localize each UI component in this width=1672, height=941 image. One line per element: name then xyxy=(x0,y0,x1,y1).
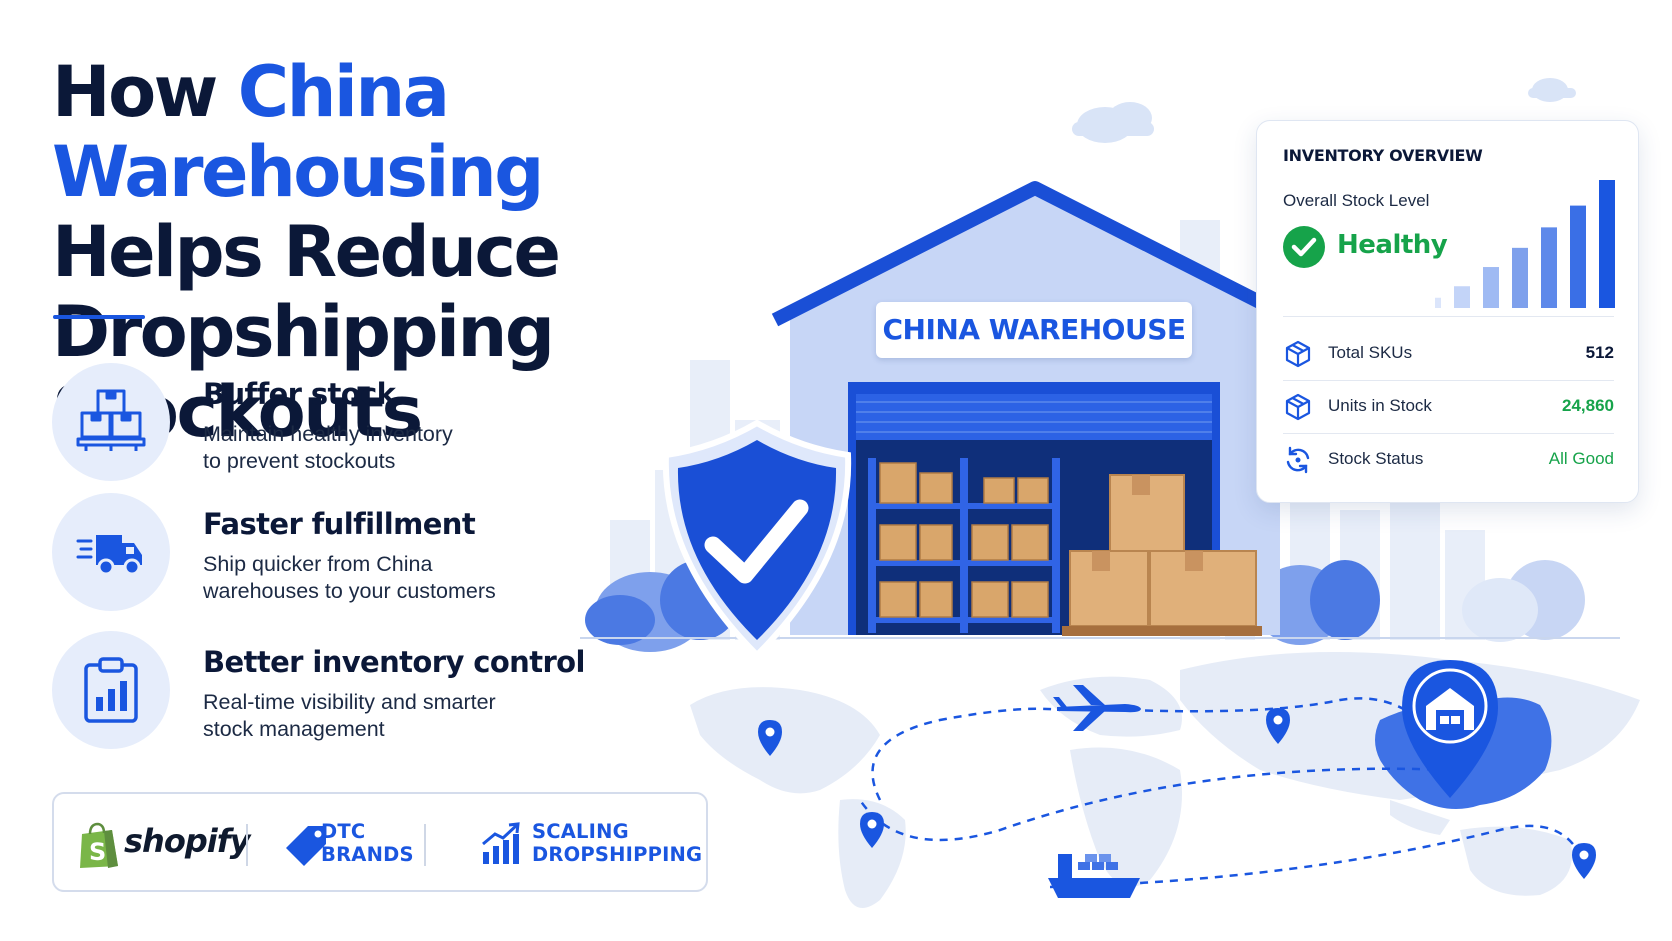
shipping-route xyxy=(1049,824,1582,889)
stock-bar xyxy=(1435,297,1441,308)
feature-description: Ship quicker from China warehouses to yo… xyxy=(203,551,496,605)
dtc-line: BRANDS xyxy=(321,843,414,866)
feature-title: Faster fulfillment xyxy=(203,507,476,541)
map-pin-icon xyxy=(758,720,782,756)
stat-label: Total SKUs xyxy=(1328,343,1413,362)
map-pin-icon xyxy=(1572,843,1596,879)
stat-row-units-in-stock: Units in Stock 24,860 xyxy=(1283,378,1614,434)
feature-desc-line: warehouses to your customers xyxy=(203,579,496,603)
stock-bar xyxy=(1570,205,1586,308)
scaling-line: DROPSHIPPING xyxy=(532,843,703,866)
feature-description: Maintain healthy inventory to prevent st… xyxy=(203,421,453,475)
feature-description: Real-time visibility and smarter stock m… xyxy=(203,689,496,743)
title-line2: Helps Reduce xyxy=(52,211,561,293)
map-pin-icon xyxy=(1266,708,1290,744)
shipping-route xyxy=(1129,697,1441,741)
scaling-dropshipping-label: SCALING DROPSHIPPING xyxy=(532,820,702,866)
stat-value: All Good xyxy=(1548,449,1614,468)
stat-label: Stock Status xyxy=(1328,449,1424,468)
clipboard-chart-icon xyxy=(84,657,138,723)
feature-buffer-stock: Buffer stock Maintain healthy inventory … xyxy=(52,363,612,483)
shipping-route xyxy=(858,767,1451,842)
stock-bar xyxy=(1599,180,1615,308)
stock-status-value: Healthy xyxy=(1337,230,1448,260)
stat-value: 24,860 xyxy=(1562,396,1614,415)
shopify-wordmark: shopify xyxy=(124,822,250,860)
dtc-line: DTC xyxy=(321,820,366,843)
stat-value: 512 xyxy=(1585,343,1614,362)
feature-faster-fulfillment: Faster fulfillment Ship quicker from Chi… xyxy=(52,493,612,613)
stock-bar xyxy=(1541,227,1557,308)
feature-title: Buffer stock xyxy=(203,377,396,411)
cloud-icon xyxy=(1072,102,1154,143)
title-prefix: How xyxy=(52,51,238,133)
divider xyxy=(1283,433,1614,434)
shopify-bag-icon: S xyxy=(80,822,118,868)
cube-icon xyxy=(1285,393,1311,421)
cube-icon xyxy=(1285,340,1311,368)
scaling-line: SCALING xyxy=(532,820,629,843)
dtc-brands-label: DTC BRANDS xyxy=(321,820,414,866)
svg-text:S: S xyxy=(89,838,106,866)
shield-check-icon xyxy=(662,419,852,660)
stock-bar xyxy=(1483,267,1499,308)
growth-chart-icon xyxy=(482,822,520,864)
stat-row-stock-status: Stock Status All Good xyxy=(1283,431,1614,487)
divider xyxy=(1283,380,1614,381)
price-tag-icon xyxy=(286,826,326,866)
stock-bar-chart xyxy=(1435,180,1615,308)
title-accent: China Warehousing xyxy=(52,51,544,213)
feature-desc-line: stock management xyxy=(203,717,385,741)
warehouse-sign: CHINA WAREHOUSE xyxy=(876,302,1192,358)
shipping-route xyxy=(871,707,1061,801)
card-title: INVENTORY OVERVIEW xyxy=(1283,146,1483,165)
feature-desc-line: Real-time visibility and smarter xyxy=(203,690,496,714)
stock-bar xyxy=(1512,247,1528,308)
stock-level-label: Overall Stock Level xyxy=(1283,191,1430,210)
title-underline xyxy=(53,315,145,319)
feature-desc-line: to prevent stockouts xyxy=(203,449,396,473)
warehouse-pin-icon xyxy=(1402,660,1498,798)
brand-bar: S shopify DTC BRANDS SCALING DROPSHIPPIN… xyxy=(52,792,708,892)
divider xyxy=(424,824,426,866)
check-circle-icon xyxy=(1283,226,1325,268)
cargo-ship-icon xyxy=(1048,854,1140,898)
feature-icon-circle xyxy=(52,631,170,749)
map-pin-icon xyxy=(860,812,884,848)
feature-inventory-control: Better inventory control Real-time visib… xyxy=(52,631,612,751)
feature-desc-line: Maintain healthy inventory xyxy=(203,422,453,446)
stock-bar xyxy=(1454,286,1470,308)
boxes-pallet-icon xyxy=(76,389,146,451)
airplane-icon xyxy=(1053,685,1141,731)
feature-title: Better inventory control xyxy=(203,645,585,679)
feature-icon-circle xyxy=(52,493,170,611)
stat-row-total-skus: Total SKUs 512 xyxy=(1283,325,1614,381)
refresh-icon xyxy=(1286,446,1310,474)
page-title: How China Warehousing Helps Reduce Drops… xyxy=(52,52,932,452)
feature-desc-line: Ship quicker from China xyxy=(203,552,433,576)
stat-label: Units in Stock xyxy=(1328,396,1432,415)
divider xyxy=(1283,316,1614,317)
inventory-overview-card: INVENTORY OVERVIEW Overall Stock Level H… xyxy=(1256,120,1639,503)
cloud-icon xyxy=(1528,78,1576,102)
divider xyxy=(246,824,248,866)
feature-icon-circle xyxy=(52,363,170,481)
delivery-truck-icon xyxy=(76,535,142,576)
